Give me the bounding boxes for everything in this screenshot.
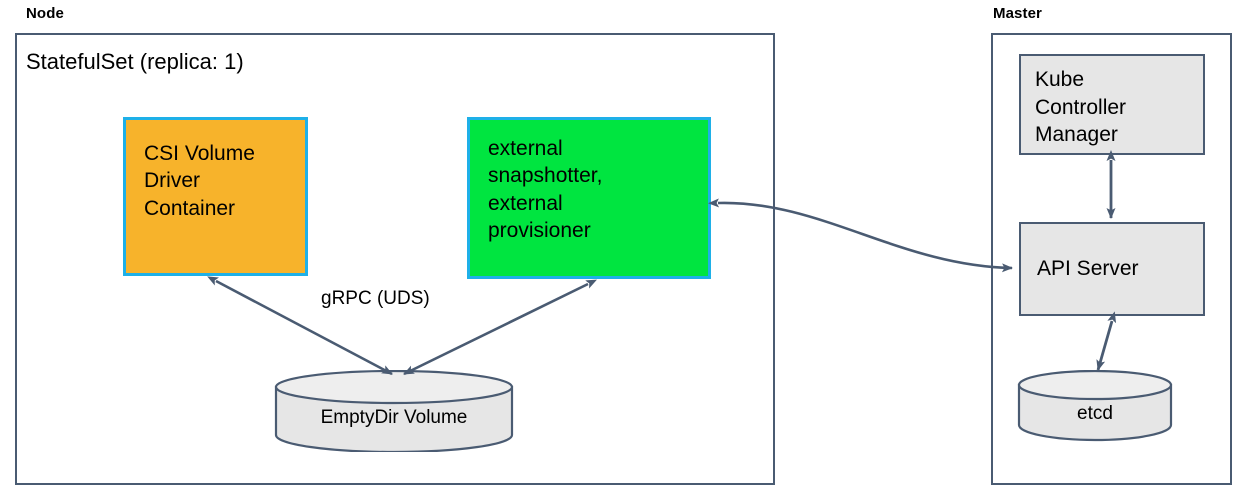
emptydir-volume-cylinder[interactable]: EmptyDir Volume — [274, 370, 514, 452]
api-server-label: API Server — [1037, 257, 1139, 281]
grpc-uds-edge-label: gRPC (UDS) — [321, 288, 430, 309]
master-group-label: Master — [993, 5, 1042, 22]
node-group-label: Node — [26, 5, 64, 22]
etcd-cylinder[interactable]: etcd — [1017, 370, 1173, 442]
csi-volume-driver-container-label: CSI Volume Driver Container — [144, 142, 255, 220]
csi-volume-driver-container-box[interactable]: CSI Volume Driver Container — [123, 117, 308, 276]
emptydir-volume-label: EmptyDir Volume — [320, 407, 468, 428]
kube-controller-manager-box[interactable]: Kube Controller Manager — [1019, 54, 1205, 155]
kube-controller-manager-label: Kube Controller Manager — [1035, 68, 1127, 147]
etcd-label: etcd — [1077, 403, 1113, 424]
statefulset-title: StatefulSet (replica: 1) — [26, 49, 244, 75]
statefulset-title-text: StatefulSet (replica: 1) — [26, 49, 244, 74]
external-snapshotter-provisioner-box[interactable]: external snapshotter, external provision… — [467, 117, 711, 279]
api-server-box[interactable]: API Server — [1019, 222, 1205, 316]
external-snapshotter-provisioner-label: external snapshotter, external provision… — [488, 137, 603, 242]
